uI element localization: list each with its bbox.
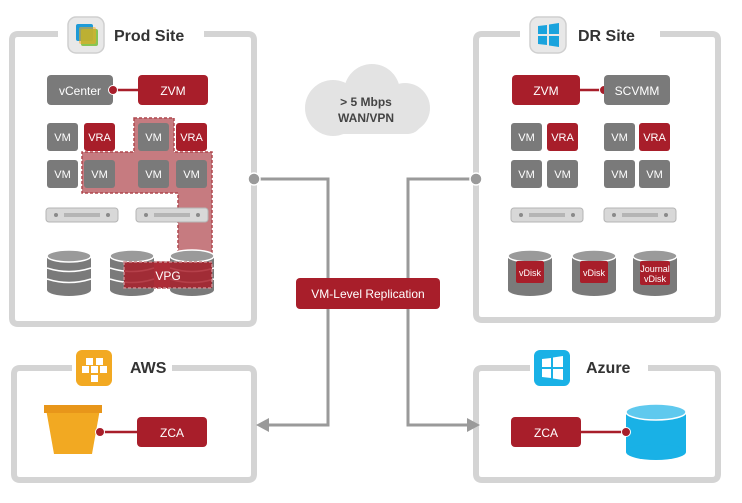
aws-zca-box — [137, 417, 207, 447]
replication-box — [296, 278, 440, 309]
dr-vm-label: VM — [518, 169, 535, 181]
arrow-right-icon — [467, 418, 480, 432]
prod-vm-box — [47, 123, 78, 151]
prod-vm-box — [138, 123, 169, 151]
journal-storage-icon — [632, 249, 678, 296]
cloud-bandwidth-label: > 5 Mbps — [340, 95, 392, 109]
dr-vm-box — [639, 160, 670, 188]
prod-vm-box — [47, 160, 78, 188]
dr-vm-box — [511, 123, 542, 151]
replication-label: VM-Level Replication — [311, 287, 424, 301]
dr-vm-label: VM — [518, 132, 535, 144]
host-server-icon — [510, 207, 584, 223]
dr-vdisk-label: vDisk — [583, 268, 605, 278]
host-server-icon — [603, 207, 677, 223]
prod-vm-label: VM — [145, 132, 162, 144]
dr-vra-label: VRA — [551, 132, 574, 144]
vdisk-storage-icon — [571, 249, 617, 296]
dr-site-panel: DR Site ZVM SCVMM VM VRA VM VRA VM VM VM… — [473, 16, 721, 323]
prod-vm-box — [176, 160, 207, 188]
dr-vm-box — [604, 123, 635, 151]
prod-vra-box — [84, 123, 115, 151]
prod-vm-label: VM — [54, 132, 71, 144]
dr-vdisk-label: vDisk — [519, 268, 541, 278]
dr-scvmm-box — [604, 75, 670, 105]
vpg-box — [123, 261, 213, 289]
dr-vm-label: VM — [611, 132, 628, 144]
prod-vra-label: VRA — [88, 132, 111, 144]
aws-s3-bucket-icon — [44, 405, 102, 454]
connector-dot — [621, 427, 631, 437]
dr-scvmm-label: SCVMM — [615, 84, 660, 98]
host-server-icon — [135, 207, 209, 223]
prod-vm-label: VM — [91, 169, 108, 181]
prod-zvm-label: ZVM — [160, 84, 185, 98]
dr-vm-label: VM — [646, 169, 663, 181]
prod-vra-label: VRA — [180, 132, 203, 144]
azure-title: Azure — [586, 360, 631, 377]
dr-vra-label: VRA — [643, 132, 666, 144]
prod-vm-label: VM — [54, 169, 71, 181]
dr-vm-box — [547, 160, 578, 188]
prod-vcenter-box — [47, 75, 113, 105]
dr-zvm-box — [512, 75, 580, 105]
dr-vra-box — [639, 123, 670, 151]
host-server-icon — [45, 207, 119, 223]
azure-zca-box — [511, 417, 581, 447]
dr-site-title: DR Site — [578, 28, 635, 45]
prod-vra-box — [176, 123, 207, 151]
prod-site-title: Prod Site — [114, 28, 184, 45]
azure-panel: Azure ZCA — [473, 350, 721, 483]
azure-storage-icon — [625, 403, 687, 460]
windows-icon — [529, 16, 567, 54]
dr-journal-label: Journal — [640, 264, 670, 274]
dr-vm-label: VM — [554, 169, 571, 181]
aws-panel: AWS ZCA — [11, 350, 257, 483]
storage-icon — [46, 249, 92, 296]
dr-vm-box — [604, 160, 635, 188]
prod-site-panel: Prod Site vCenter ZVM VM VRA VM VRA VM V… — [9, 16, 257, 327]
dr-vra-box — [547, 123, 578, 151]
prod-vm-box — [84, 160, 115, 188]
dr-vm-box — [511, 160, 542, 188]
arrow-left-icon — [256, 418, 269, 432]
connector-dot — [247, 172, 261, 186]
dr-journal-vdisk-label: vDisk — [644, 274, 666, 284]
prod-vcenter-label: vCenter — [59, 84, 101, 98]
vdisk-storage-icon — [507, 249, 553, 296]
wan-cloud-icon — [305, 64, 430, 136]
vmware-vsphere-icon — [67, 16, 105, 54]
prod-zvm-box — [138, 75, 208, 105]
aws-title: AWS — [130, 360, 167, 377]
vpg-label: VPG — [155, 269, 180, 283]
aws-zca-label: ZCA — [160, 426, 184, 440]
connector-dot — [469, 172, 483, 186]
dr-vm-label: VM — [611, 169, 628, 181]
connector-dot — [95, 427, 105, 437]
connector-dot — [108, 85, 118, 95]
prod-vm-box — [138, 160, 169, 188]
aws-icon — [76, 350, 112, 386]
dr-zvm-label: ZVM — [533, 84, 558, 98]
azure-zca-label: ZCA — [534, 426, 558, 440]
windows-icon — [534, 350, 570, 386]
cloud-wan-label: WAN/VPN — [338, 111, 394, 125]
prod-vm-label: VM — [183, 169, 200, 181]
prod-vm-label: VM — [145, 169, 162, 181]
